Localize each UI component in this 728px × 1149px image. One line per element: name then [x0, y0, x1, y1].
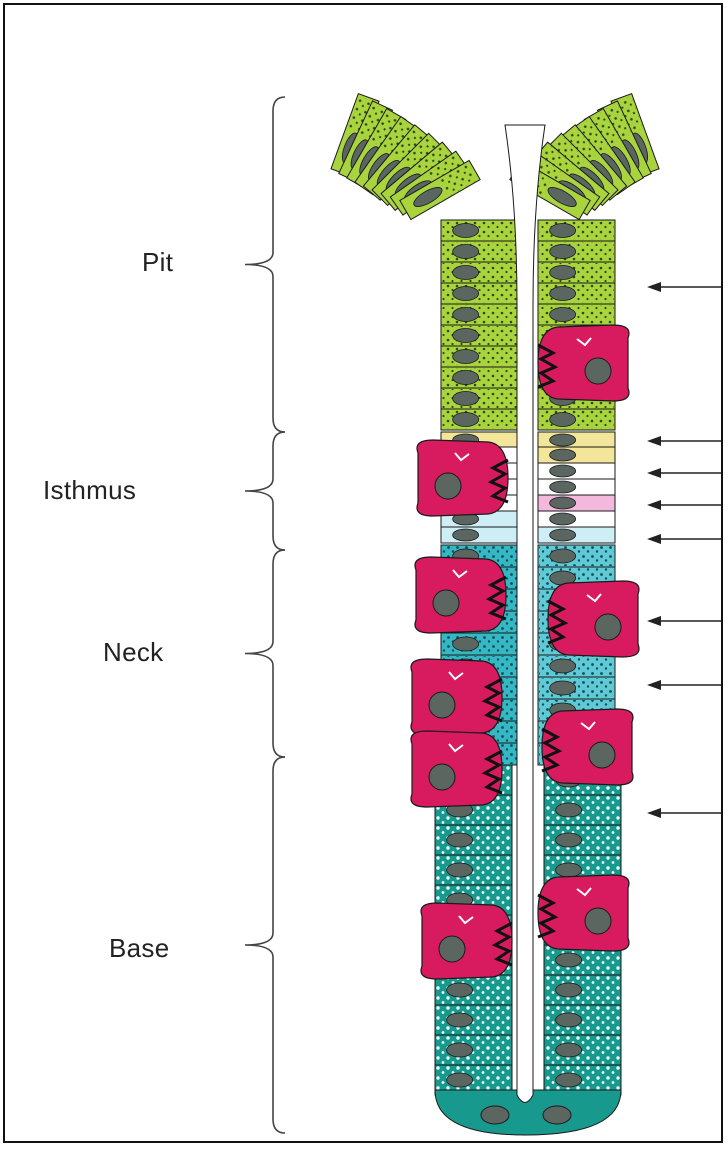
neck-cell — [538, 677, 615, 699]
base-cell — [544, 795, 621, 825]
brace-neck — [245, 550, 285, 757]
pit-cell — [441, 325, 518, 346]
pointer-arrows — [647, 282, 723, 818]
pit-cell — [441, 346, 518, 367]
parietal-cell — [538, 325, 629, 401]
pit-cell — [441, 220, 518, 241]
isthmus-cell — [538, 511, 615, 527]
base-cell — [435, 975, 512, 1005]
isthmus-cell — [538, 495, 615, 511]
region-label-base: Base — [109, 933, 169, 964]
pit-cell — [441, 262, 518, 283]
gastric-gland-diagram — [5, 5, 723, 1143]
pointer-arrow — [647, 282, 723, 292]
diagram-frame: Pit Isthmus Neck Base — [3, 3, 723, 1143]
parietal-cell — [411, 731, 502, 807]
base-cell — [435, 1035, 512, 1065]
region-braces — [245, 97, 285, 1133]
parietal-cell — [421, 903, 512, 979]
pit-cell — [441, 409, 518, 430]
pointer-arrow — [647, 808, 723, 818]
base-cell — [544, 1035, 621, 1065]
region-label-pit: Pit — [142, 247, 173, 278]
brace-isthmus — [245, 432, 285, 550]
pit-cell — [538, 220, 615, 241]
pointer-arrow — [647, 436, 723, 446]
isthmus-cell — [538, 527, 615, 543]
parietal-cell — [542, 709, 633, 785]
neck-cell — [441, 633, 518, 655]
base-cell — [544, 825, 621, 855]
pointer-arrow — [647, 468, 723, 478]
pit-cell — [538, 304, 615, 325]
parietal-cell — [538, 875, 629, 951]
base-cell — [435, 1005, 512, 1035]
base-cell — [544, 1005, 621, 1035]
pit-cell — [441, 241, 518, 262]
isthmus-cell — [538, 432, 615, 448]
pointer-arrow — [647, 534, 723, 544]
base-cell — [435, 825, 512, 855]
pit-cell — [538, 283, 615, 304]
isthmus-cell — [538, 463, 615, 479]
brace-pit — [245, 97, 285, 432]
isthmus-cell — [538, 479, 615, 495]
region-label-isthmus: Isthmus — [43, 475, 136, 506]
base-cell — [435, 855, 512, 885]
pointer-arrow — [647, 500, 723, 510]
pit-cell — [441, 367, 518, 388]
pit-cell — [441, 388, 518, 409]
pointer-arrow — [647, 616, 723, 626]
parietal-cell — [548, 581, 639, 657]
pointer-arrow — [647, 680, 723, 690]
parietal-cell — [417, 440, 508, 516]
isthmus-cell — [441, 527, 518, 543]
parietal-cell — [411, 659, 502, 735]
parietal-cell — [415, 557, 506, 633]
region-label-neck: Neck — [103, 637, 163, 668]
gland-cells — [331, 94, 659, 1135]
neck-cell — [538, 545, 615, 567]
pit-cell — [538, 262, 615, 283]
pit-cell — [538, 409, 615, 430]
pit-cell — [441, 304, 518, 325]
neck-cell — [538, 655, 615, 677]
brace-base — [245, 757, 285, 1133]
pit-cell — [538, 241, 615, 262]
pit-fan-left — [331, 94, 480, 220]
pit-cell — [441, 283, 518, 304]
base-cell — [544, 975, 621, 1005]
isthmus-cell — [538, 447, 615, 463]
